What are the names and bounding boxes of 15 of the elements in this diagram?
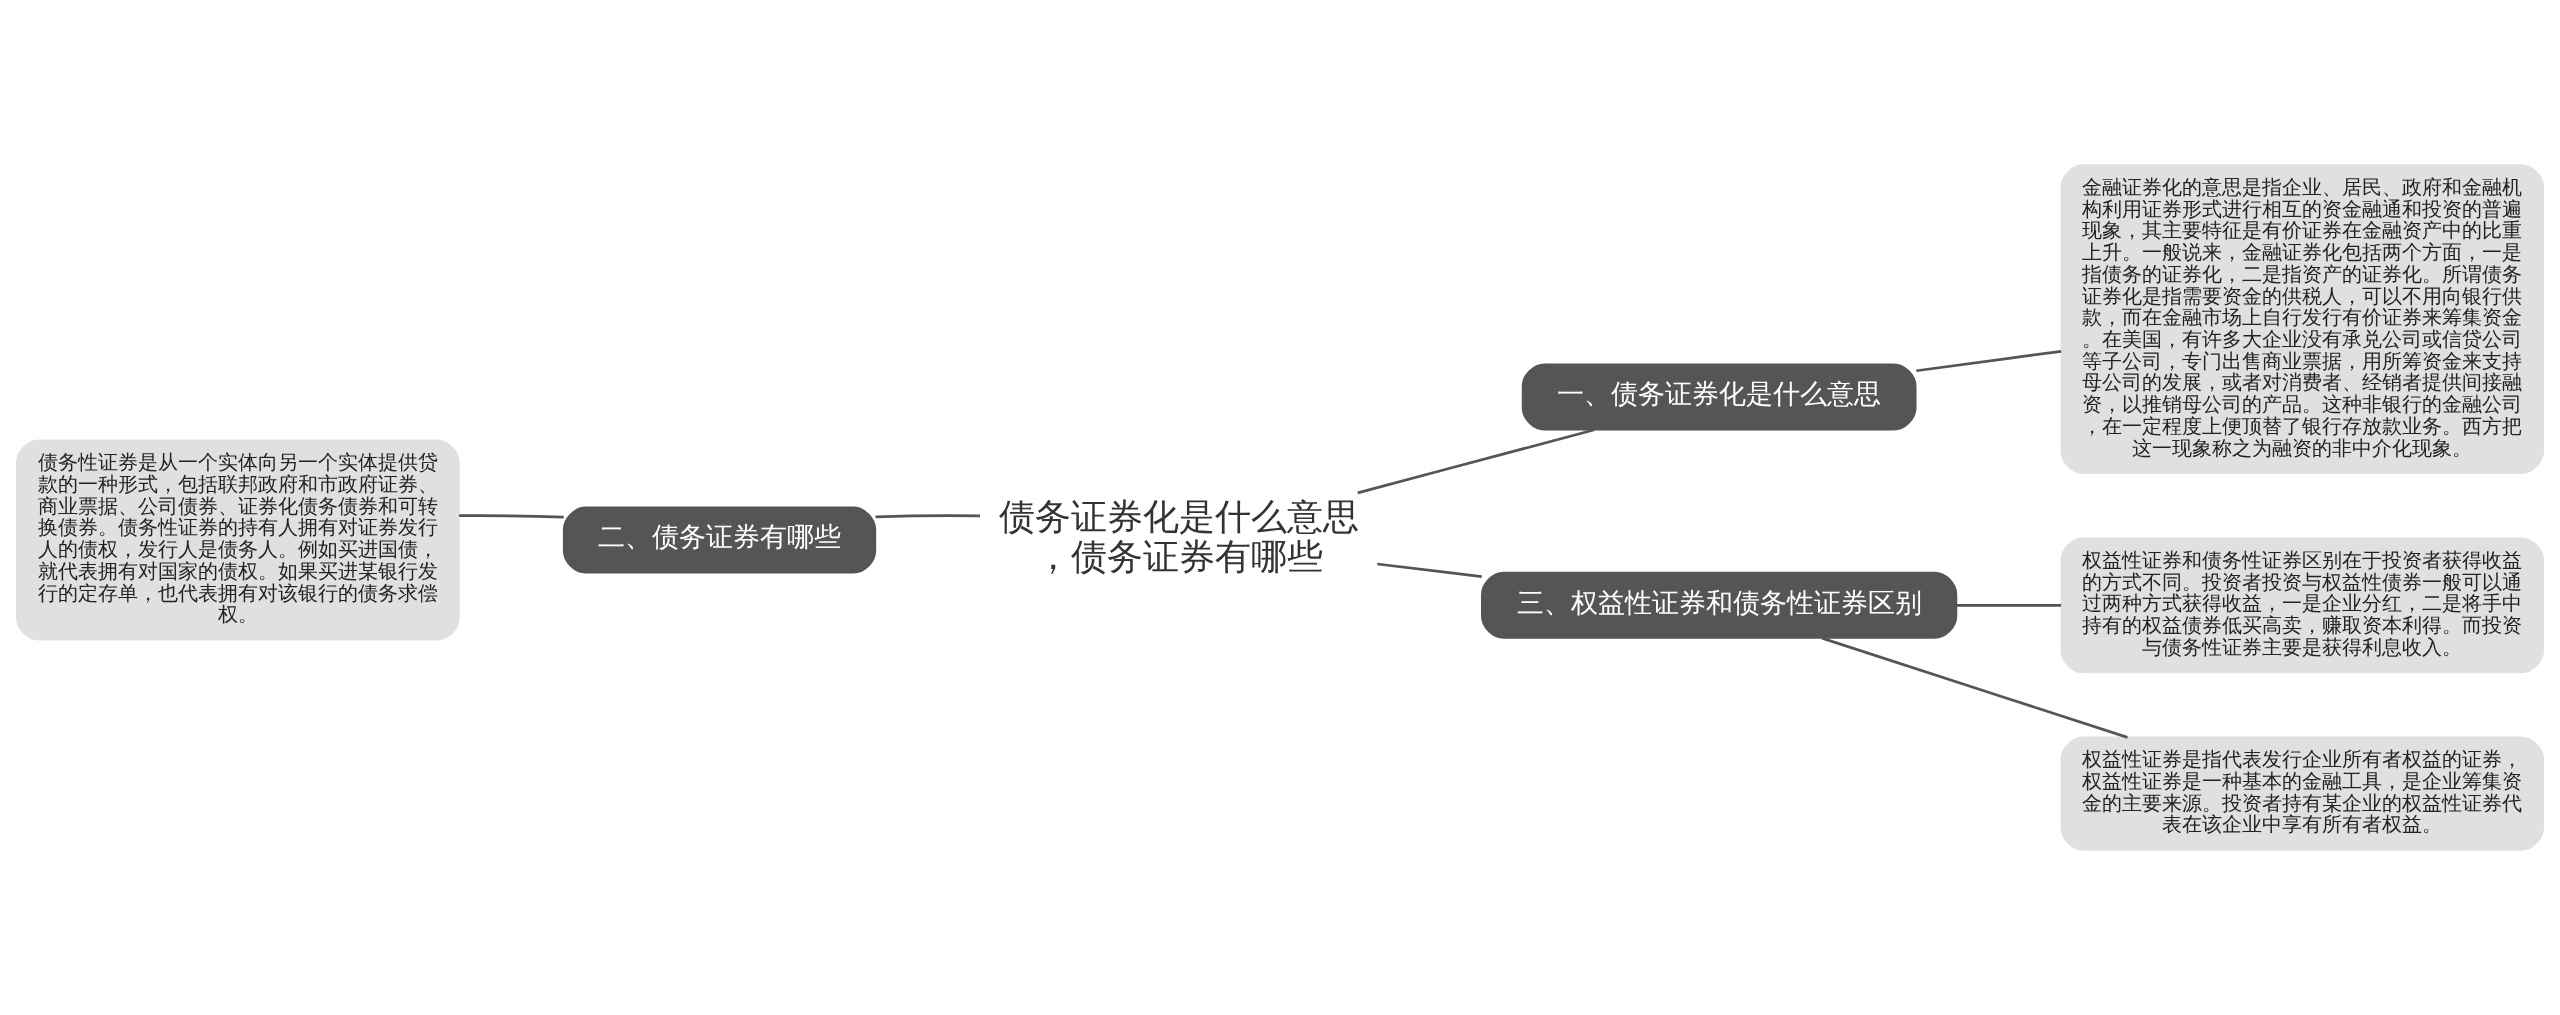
connector xyxy=(459,514,564,519)
connector xyxy=(875,514,980,519)
node-box: 二、债务证券有哪些 xyxy=(562,506,877,574)
node-box: 债务性证券是从一个实体向另一个实体提供贷款的一种形式，包括联邦政府和市政府证券、商业票据、公司债券、证券化债务债券和可转换债券。债务性证券的持有人拥有对证券发行人的债权，发行人是债务人。例如买进国债，就代表拥有对国家的债权。如果买进某银行发行的定存单，也代表拥有对该银行的债务求偿权。 xyxy=(16,439,460,641)
connector xyxy=(1916,349,2062,373)
node-box: 一、债务证券化是什么意思 xyxy=(1521,363,1917,431)
node-box: 金融证券化的意思是指企业、居民、政府和金融机构利用证券形式进行相互的资金融通和投资的普遍现象，其主要特征是有价证券在金融资产中的比重上升。一般说来，金融证券化包括两个方面，一是指债务的证券化，二是指资产的证券化。所谓债务证券化是指需要资金的供税人，可以不用向银行供款，而在金融市场上自行发行有价证券来筹集资金。在美国，有许多大企业没有承兑公司或信贷公司等子公司，专门出售商业票据，用所筹资金来支持母公司的发展，或者对消费者、经销者提供间接融资，以推销母公司的产品。这种非银行的金融公司，在一定程度上便顶替了银行存放款业务。西方把这一现象称之为融资的非中介化现象。 xyxy=(2060,164,2544,474)
node-text: 债务证券化是什么意思，债务证券有哪些 xyxy=(998,495,1359,579)
node-box: 权益性证券和债务性证券区别在于投资者获得收益的方式不同。投资者投资与权益性债券一般可以通过两种方式获得收益，一是企业分红，二是将手中持有的权益债券低买高卖，赚取资本利得。而投资与债务性证券主要是获得利息收入。 xyxy=(2060,537,2544,674)
connector xyxy=(1821,636,2128,739)
connector xyxy=(1956,603,2062,607)
node-box: 权益性证券是指代表发行企业所有者权益的证券，权益性证券是一种基本的金融工具，是企业筹集资金的主要来源。投资者持有某企业的权益性证券代表在该企业中享有所有者权益。 xyxy=(2060,736,2544,851)
connector xyxy=(1357,428,1595,495)
connector xyxy=(1377,562,1482,579)
node-box: 三、权益性证券和债务性证券区别 xyxy=(1481,571,1958,639)
